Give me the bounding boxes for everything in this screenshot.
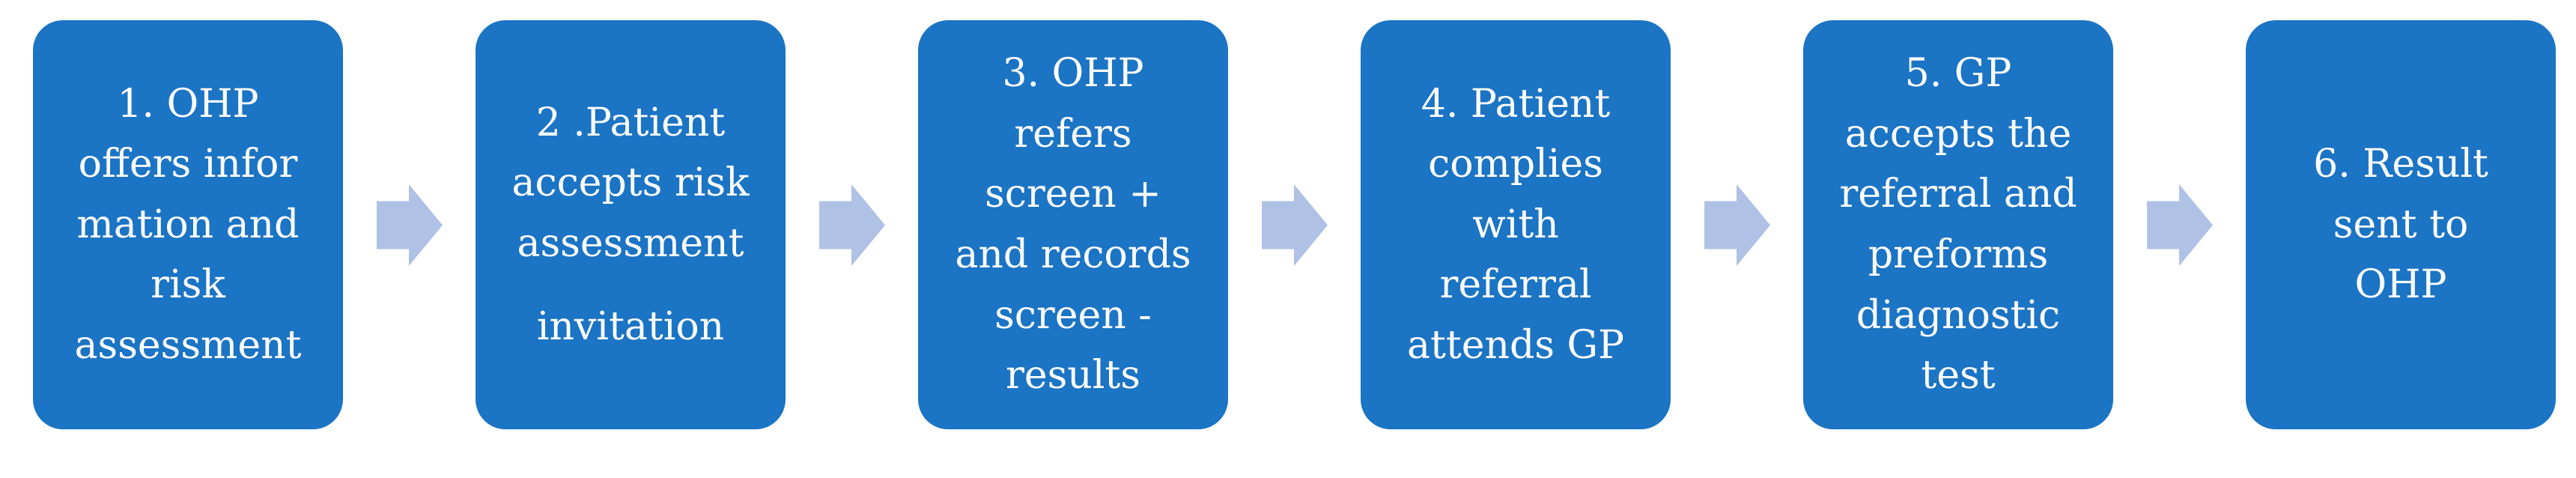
connector-3 xyxy=(1228,20,1361,429)
step-1-text: 1. OHP offers infor mation and risk asse… xyxy=(74,81,302,368)
right-arrow-icon xyxy=(1704,184,1770,266)
step-3-box: 3. OHP refers screen + and records scree… xyxy=(918,20,1228,429)
connector-5 xyxy=(2113,20,2246,429)
right-arrow-icon xyxy=(2146,184,2213,266)
step-4-text: 4. Patient complies with referral attend… xyxy=(1406,81,1625,368)
step-5-box: 5. GP accepts the referral and preforms … xyxy=(1803,20,2113,429)
step-4-box: 4. Patient complies with referral attend… xyxy=(1361,20,1671,429)
process-flow-diagram: 1. OHP offers infor mation and risk asse… xyxy=(33,20,2556,429)
step-1-box: 1. OHP offers infor mation and risk asse… xyxy=(33,20,343,429)
connector-2 xyxy=(786,20,918,429)
step-3-text: 3. OHP refers screen + and records scree… xyxy=(955,51,1191,399)
right-arrow-icon xyxy=(818,184,885,266)
right-arrow-icon xyxy=(376,184,443,266)
step-6-box: 6. Result sent to OHP xyxy=(2246,20,2556,429)
step-5-text: 5. GP accepts the referral and preforms … xyxy=(1839,51,2077,399)
connector-4 xyxy=(1671,20,1803,429)
step-2-text: 2 .Patient accepts risk assessment xyxy=(511,100,750,266)
step-2-text-continued: invitation xyxy=(536,303,725,349)
connector-1 xyxy=(343,20,476,429)
step-2-box: 2 .Patient accepts risk assessment invit… xyxy=(476,20,786,429)
step-6-text: 6. Result sent to OHP xyxy=(2313,142,2488,308)
right-arrow-icon xyxy=(1261,184,1328,266)
